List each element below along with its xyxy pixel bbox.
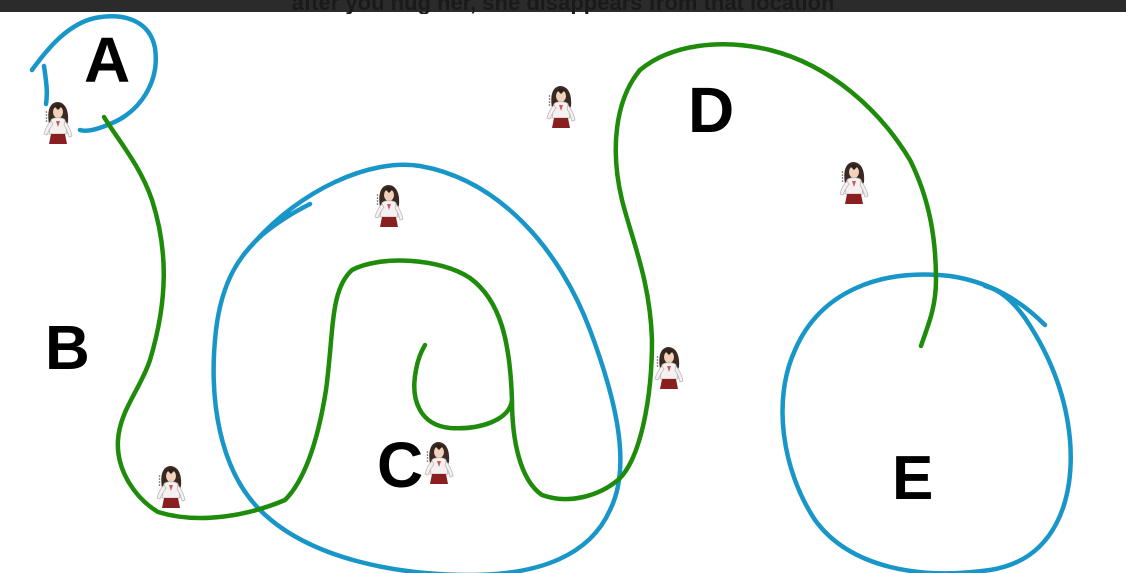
zone-e-outline	[780, 272, 1073, 573]
anime-girl-figure-icon	[43, 101, 73, 145]
zone-a-outline	[29, 14, 159, 133]
anime-girl-figure-icon	[424, 441, 454, 485]
label-a: A	[84, 24, 131, 96]
route-path	[101, 42, 939, 521]
anime-girl-figure-icon	[839, 161, 869, 205]
caption-text: after you hug her, she disappears from t…	[291, 0, 835, 14]
green-route-line	[101, 42, 939, 521]
anime-girl-figure-icon	[374, 184, 404, 228]
label-c: C	[377, 429, 424, 501]
top-bar	[0, 0, 1126, 12]
label-e: E	[892, 444, 934, 513]
label-b: B	[45, 314, 90, 383]
zone-c-outline	[211, 162, 623, 573]
anime-girl-figure-icon	[546, 85, 576, 129]
characters	[43, 85, 869, 509]
anime-girl-figure-icon	[654, 346, 684, 390]
zone-outlines	[29, 14, 1073, 573]
anime-girl-figure-icon	[156, 465, 186, 509]
label-d: D	[688, 74, 735, 146]
